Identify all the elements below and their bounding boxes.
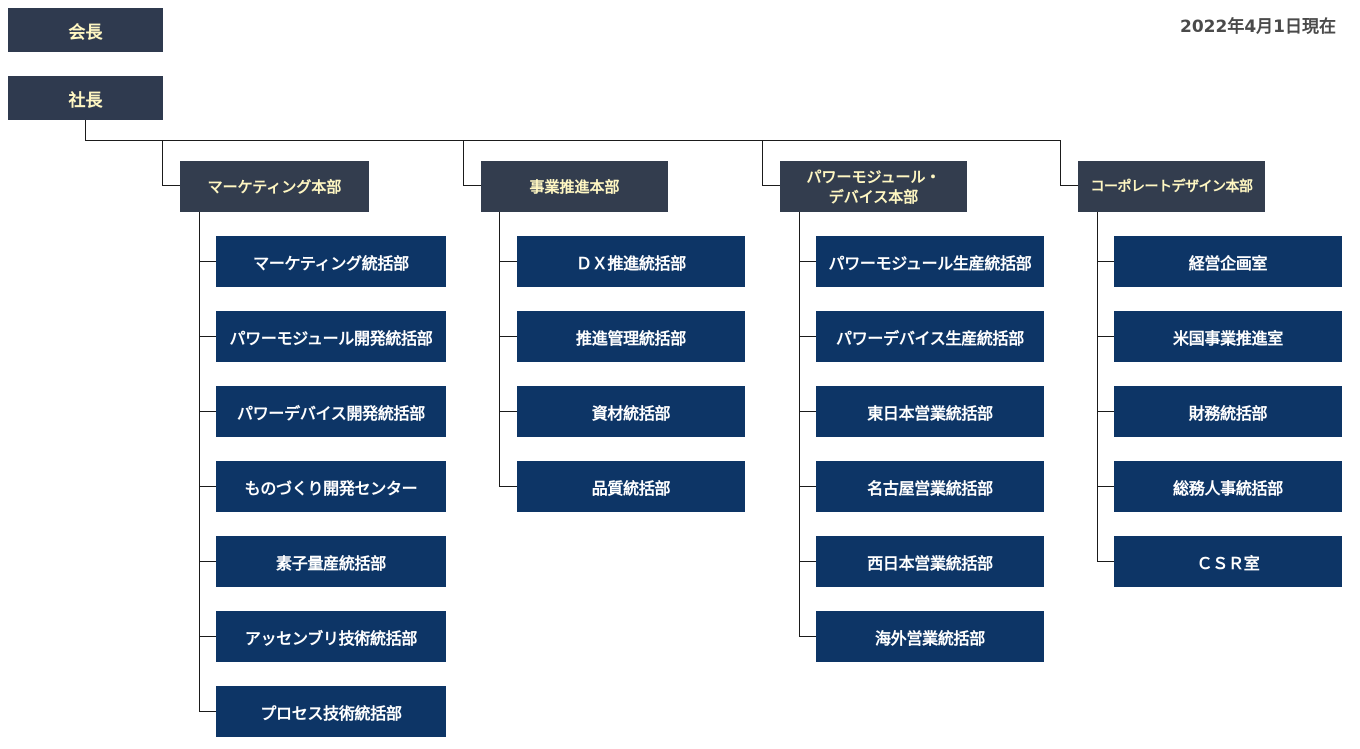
dept-label: 素子量産統括部	[276, 553, 386, 573]
dept-label: マーケティング統括部	[253, 253, 409, 273]
branch	[199, 561, 216, 562]
dept-box: 財務統括部	[1114, 386, 1342, 437]
column-3-trunk	[799, 212, 800, 636]
dept-box: ＣＳＲ室	[1114, 536, 1342, 587]
division-4-drop	[1060, 140, 1061, 186]
branch	[199, 636, 216, 637]
branch	[499, 336, 517, 337]
division-4-stub	[1060, 185, 1078, 186]
dept-label: パワーデバイス生産統括部	[836, 328, 1024, 348]
division-label-line1: パワーモジュール・	[806, 167, 941, 186]
dept-box: 素子量産統括部	[216, 536, 446, 587]
branch	[799, 261, 816, 262]
chairman-box: 会長	[8, 8, 163, 52]
dept-label: ＤＸ推進統括部	[576, 253, 686, 273]
dept-box: ＤＸ推進統括部	[517, 236, 745, 287]
dept-box: 海外営業統括部	[816, 611, 1044, 662]
dept-label: 推進管理統括部	[576, 328, 686, 348]
dept-label: ものづくり開発センター	[244, 478, 418, 498]
dept-box: プロセス技術統括部	[216, 686, 446, 737]
dept-box: 米国事業推進室	[1114, 311, 1342, 362]
dept-label: パワーモジュール生産統括部	[828, 253, 1032, 273]
division-power-module-device: パワーモジュール・ デバイス本部	[780, 161, 967, 212]
dept-box: 東日本営業統括部	[816, 386, 1044, 437]
president-box: 社長	[8, 76, 163, 120]
dept-box: 品質統括部	[517, 461, 745, 512]
division-bus-line	[85, 140, 1061, 141]
as-of-date: 2022年4月1日現在	[1180, 17, 1336, 37]
dept-label: 品質統括部	[591, 478, 671, 498]
division-2-stub	[463, 185, 481, 186]
branch	[1097, 411, 1114, 412]
column-2-trunk	[499, 212, 500, 486]
dept-label: 資材統括部	[591, 403, 671, 423]
dept-label: パワーデバイス開発統括部	[237, 403, 425, 423]
dept-label: 経営企画室	[1188, 253, 1268, 273]
branch	[199, 336, 216, 337]
dept-box: 名古屋営業統括部	[816, 461, 1044, 512]
branch	[799, 636, 816, 637]
dept-label: 海外営業統括部	[875, 628, 985, 648]
dept-box: パワーモジュール開発統括部	[216, 311, 446, 362]
dept-box: パワーデバイス生産統括部	[816, 311, 1044, 362]
branch	[1097, 561, 1114, 562]
dept-label: 東日本営業統括部	[867, 403, 993, 423]
dept-label: プロセス技術統括部	[260, 703, 402, 723]
dept-box: 西日本営業統括部	[816, 536, 1044, 587]
branch	[199, 711, 216, 712]
dept-box: パワーデバイス開発統括部	[216, 386, 446, 437]
branch	[799, 561, 816, 562]
column-4-trunk	[1097, 212, 1098, 561]
division-3-drop	[762, 140, 763, 186]
branch	[1097, 261, 1114, 262]
branch	[1097, 486, 1114, 487]
branch	[199, 261, 216, 262]
branch	[499, 261, 517, 262]
dept-box: ものづくり開発センター	[216, 461, 446, 512]
division-3-stub	[762, 185, 780, 186]
column-1-trunk	[199, 212, 200, 711]
division-label-line2: デバイス本部	[828, 187, 919, 206]
dept-label: 西日本営業統括部	[867, 553, 993, 573]
dept-label: ＣＳＲ室	[1196, 553, 1260, 573]
dept-box: 経営企画室	[1114, 236, 1342, 287]
president-connector	[85, 120, 86, 141]
division-1-stub	[162, 185, 180, 186]
division-business-promotion: 事業推進本部	[481, 161, 668, 212]
branch	[199, 411, 216, 412]
branch	[499, 486, 517, 487]
branch	[799, 411, 816, 412]
branch	[199, 486, 216, 487]
dept-label: パワーモジュール開発統括部	[229, 328, 433, 348]
division-marketing: マーケティング本部	[180, 161, 369, 212]
dept-box: 総務人事統括部	[1114, 461, 1342, 512]
division-corporate-design: コーポレートデザイン本部	[1078, 161, 1265, 212]
dept-label: 米国事業推進室	[1173, 328, 1283, 348]
dept-box: 資材統括部	[517, 386, 745, 437]
dept-box: パワーモジュール生産統括部	[816, 236, 1044, 287]
branch	[799, 486, 816, 487]
dept-label: 名古屋営業統括部	[867, 478, 993, 498]
dept-label: 財務統括部	[1188, 403, 1268, 423]
division-2-drop	[463, 140, 464, 186]
branch	[499, 411, 517, 412]
dept-label: アッセンブリ技術統括部	[244, 628, 418, 648]
dept-box: アッセンブリ技術統括部	[216, 611, 446, 662]
branch	[1097, 336, 1114, 337]
division-1-drop	[162, 140, 163, 186]
branch	[799, 336, 816, 337]
dept-label: 総務人事統括部	[1173, 478, 1283, 498]
dept-box: マーケティング統括部	[216, 236, 446, 287]
dept-box: 推進管理統括部	[517, 311, 745, 362]
